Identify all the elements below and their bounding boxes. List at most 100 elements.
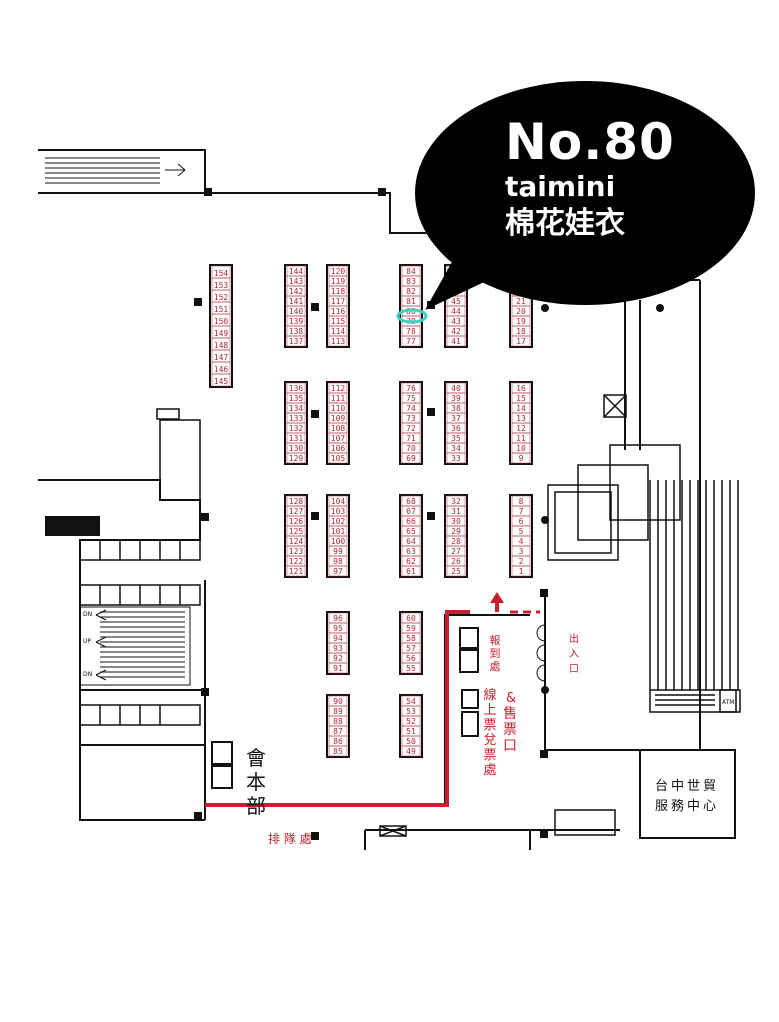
booth-number: 39 — [451, 394, 461, 403]
booth-number: 73 — [406, 414, 416, 423]
label-char: 線 — [483, 687, 496, 703]
booth-number: 56 — [406, 654, 416, 663]
booth-number: 3 — [519, 547, 524, 556]
stair-up-label: UP — [83, 638, 91, 645]
booth-cell[interactable] — [401, 745, 421, 757]
queue-label: 排 隊 處 — [268, 831, 312, 846]
booth-number: 99 — [333, 547, 343, 556]
booth-cell[interactable] — [328, 452, 348, 464]
booth-number: 31 — [451, 507, 461, 516]
booth-number: 4 — [519, 537, 524, 546]
booth-number: 138 — [289, 327, 304, 336]
booth-cell[interactable] — [286, 452, 306, 464]
booth-number: 134 — [289, 404, 304, 413]
booth-number: 120 — [331, 267, 346, 276]
booth-number: 127 — [289, 507, 304, 516]
booth-cell[interactable] — [328, 335, 348, 347]
booth-cell[interactable] — [286, 565, 306, 577]
amp-label: & — [506, 691, 516, 706]
booth-number: 9 — [519, 454, 524, 463]
callout-booth-number: No.80 — [505, 113, 675, 171]
booth-number: 140 — [289, 307, 304, 316]
booth-cell[interactable] — [511, 565, 531, 577]
booth-number: 130 — [289, 444, 304, 453]
booth-number: 66 — [406, 517, 416, 526]
label-char: 票 — [483, 748, 496, 763]
booth-number: 105 — [331, 454, 346, 463]
booth-cell[interactable] — [401, 662, 421, 674]
booth-number: 104 — [331, 497, 346, 506]
booth-number: 74 — [406, 404, 416, 413]
booth-number: 55 — [406, 664, 416, 673]
booth-number: 111 — [331, 394, 346, 403]
booth-number: 96 — [333, 614, 343, 623]
checkin-label: 報到處 — [490, 634, 501, 673]
booth-number: 57 — [406, 644, 416, 653]
booth-cell[interactable] — [286, 335, 306, 347]
booth-number: 108 — [331, 424, 346, 433]
booth-cell[interactable] — [401, 565, 421, 577]
booth-cell[interactable] — [401, 335, 421, 347]
booth-number: 68 — [406, 497, 416, 506]
booth-cell[interactable] — [446, 335, 466, 347]
booth-number: 17 — [516, 337, 526, 346]
label-char: 票 — [503, 722, 517, 738]
booth-number: 147 — [214, 353, 229, 362]
booth-number: 35 — [451, 434, 461, 443]
booth-number: 102 — [331, 517, 346, 526]
booth-number: 135 — [289, 394, 304, 403]
booth-number: 121 — [289, 567, 304, 576]
booth-number: 64 — [406, 537, 416, 546]
booth-number: 114 — [331, 327, 346, 336]
booth-number: 83 — [406, 277, 416, 286]
booth-number: 150 — [214, 317, 229, 326]
booth-number: 58 — [406, 634, 416, 643]
booth-number: 8 — [519, 497, 524, 506]
booth-number: 50 — [406, 737, 416, 746]
booth-number: 106 — [331, 444, 346, 453]
booth-cell[interactable] — [511, 335, 531, 347]
booth-number: 85 — [333, 747, 343, 756]
booth-number: 6 — [519, 517, 524, 526]
booth-number: 89 — [333, 707, 343, 716]
booth-number: 33 — [451, 454, 461, 463]
ticket-office-label: 售票口 — [503, 706, 517, 754]
booth-number: 61 — [406, 567, 416, 576]
booth-number: 125 — [289, 527, 304, 536]
booth-cell[interactable] — [328, 745, 348, 757]
booth-cell[interactable] — [328, 662, 348, 674]
booth-cell[interactable] — [511, 452, 531, 464]
booth-number: 41 — [451, 337, 461, 346]
booth-number: 84 — [406, 267, 416, 276]
booth-number: 109 — [331, 414, 346, 423]
headquarters-label: 會本部 — [246, 746, 266, 818]
booth-number: 93 — [333, 644, 343, 653]
callout-exhibitor-name: taimini — [505, 170, 616, 203]
booth-number: 90 — [333, 697, 343, 706]
booth-number: 38 — [451, 404, 461, 413]
booth-number: 54 — [406, 697, 416, 706]
booth-number: 137 — [289, 337, 304, 346]
booth-number: 101 — [331, 527, 346, 536]
booth-cell[interactable] — [211, 373, 231, 387]
booth-number: 149 — [214, 329, 229, 338]
booth-cell[interactable] — [446, 565, 466, 577]
label-char: 兌 — [483, 733, 496, 748]
booth-cell[interactable] — [446, 452, 466, 464]
booth-cell[interactable] — [328, 565, 348, 577]
booth-number: 18 — [516, 327, 526, 336]
service-center-line1: 台中世貿 — [655, 779, 719, 794]
booth-number: 86 — [333, 737, 343, 746]
booth-number: 67 — [406, 507, 416, 516]
booth-number: 124 — [289, 537, 304, 546]
label-char: 到 — [490, 647, 501, 660]
callout-bubble — [415, 81, 755, 310]
booth-number: 10 — [516, 444, 526, 453]
booth-number: 141 — [289, 297, 304, 306]
booth-cell[interactable] — [401, 452, 421, 464]
service-center-line2: 服務中心 — [655, 799, 719, 814]
booth-number: 45 — [451, 297, 461, 306]
booth-number: 26 — [451, 557, 461, 566]
booth-number: 28 — [451, 537, 461, 546]
booth-number: 40 — [451, 384, 461, 393]
